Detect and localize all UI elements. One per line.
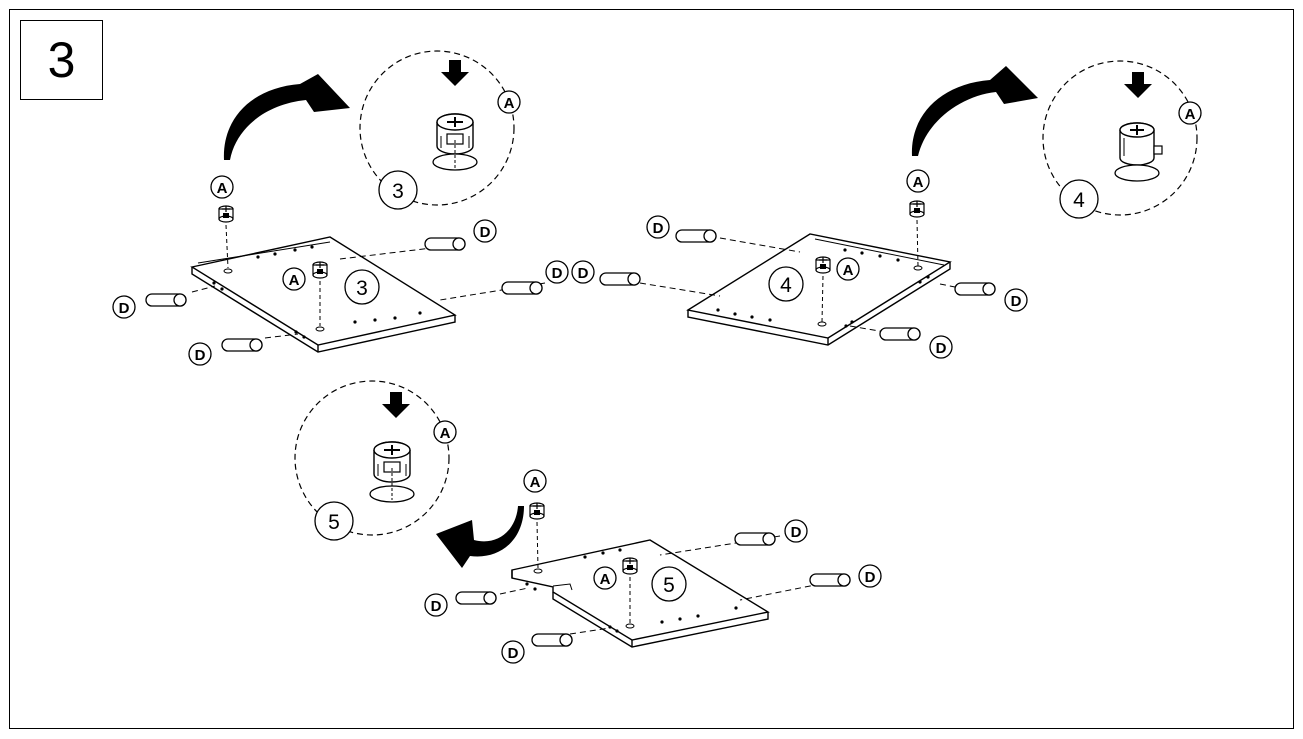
detail-4: 4 A: [1042, 60, 1202, 219]
curved-arrow-icon: [436, 506, 524, 568]
label-d-panel3-2: D: [545, 260, 569, 284]
panel-4-group: 4 A A D D D: [571, 66, 1038, 359]
detail-number-5: 5: [328, 511, 340, 534]
down-arrow-icon: [1124, 72, 1152, 98]
panel-number-4: 4: [780, 274, 792, 297]
panel-number-5: 5: [663, 574, 675, 597]
svg-text:D: D: [865, 569, 876, 586]
svg-text:A: A: [217, 180, 228, 197]
label-a-panel4-center: A: [836, 257, 860, 281]
svg-text:D: D: [578, 265, 589, 282]
svg-text:D: D: [480, 224, 491, 241]
label-d-panel4-3: D: [1004, 288, 1028, 312]
label-d-panel3-3: D: [112, 295, 136, 319]
curved-arrow-icon: [223, 74, 350, 160]
svg-text:A: A: [504, 95, 515, 112]
svg-text:D: D: [431, 598, 442, 615]
label-d-panel4-2: D: [571, 260, 595, 284]
label-a-panel4-top: A: [906, 169, 930, 193]
label-d-panel5-3: D: [424, 593, 448, 617]
svg-text:D: D: [1011, 293, 1022, 310]
svg-text:A: A: [1185, 106, 1196, 123]
svg-text:D: D: [936, 340, 947, 357]
down-arrow-icon: [382, 392, 410, 418]
curved-arrow-icon: [911, 66, 1038, 156]
panel-3-group: 3 A A D D D: [112, 74, 569, 366]
panel-number-3: 3: [356, 277, 368, 300]
detail-5: 5 A: [294, 380, 457, 541]
label-d-panel4-1: D: [646, 215, 670, 239]
step-number: 3: [47, 32, 76, 88]
detail-3: 3 A: [359, 50, 521, 210]
svg-text:D: D: [552, 265, 563, 282]
label-d-panel5-1: D: [784, 519, 808, 543]
instruction-frame: [9, 9, 1294, 729]
label-a-panel3-center: A: [282, 267, 306, 291]
label-a-panel5-center: A: [593, 566, 617, 590]
label-d-panel3-4: D: [188, 342, 212, 366]
panel-5-group: 5 A A D D D: [424, 469, 882, 664]
svg-text:A: A: [843, 262, 854, 279]
label-d-panel4-4: D: [929, 335, 953, 359]
svg-text:A: A: [913, 174, 924, 191]
down-arrow-icon: [441, 60, 469, 86]
svg-text:D: D: [653, 220, 664, 237]
step-number-box: 3: [20, 20, 103, 100]
svg-text:A: A: [440, 425, 451, 442]
svg-text:D: D: [195, 347, 206, 364]
detail-number-3: 3: [392, 180, 404, 203]
detail-number-4: 4: [1073, 189, 1085, 212]
label-d-panel3-1: D: [473, 219, 497, 243]
label-d-panel5-4: D: [501, 640, 525, 664]
svg-text:A: A: [600, 571, 611, 588]
label-a-panel3-top: A: [210, 175, 234, 199]
svg-text:A: A: [530, 474, 541, 491]
svg-text:D: D: [508, 645, 519, 662]
svg-text:A: A: [289, 272, 300, 289]
label-a-panel5-top: A: [523, 469, 547, 493]
svg-text:D: D: [119, 300, 130, 317]
label-d-panel5-2: D: [858, 564, 882, 588]
svg-text:D: D: [791, 524, 802, 541]
